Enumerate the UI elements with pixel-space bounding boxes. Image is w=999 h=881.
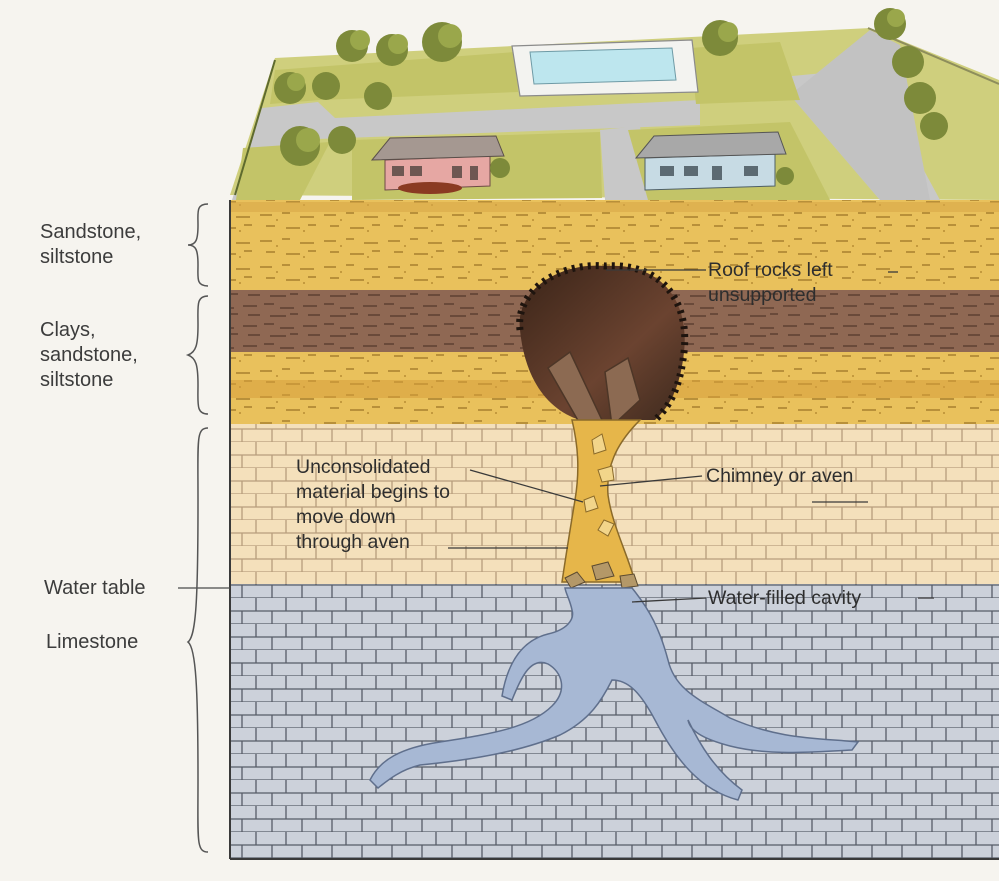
- tree-icon: [920, 112, 948, 140]
- brace-sandstone: [188, 204, 208, 286]
- house-icon: [372, 136, 504, 194]
- tree-icon: [904, 82, 936, 114]
- annotation-unconsolidated: Unconsolidated material begins to move d…: [296, 455, 450, 555]
- tree-icon: [776, 167, 794, 185]
- brace-clays: [188, 296, 208, 414]
- label-clays: Clays, sandstone, siltstone: [40, 318, 138, 393]
- brace-limestone: [188, 428, 208, 852]
- tree-icon: [490, 158, 510, 178]
- label-sandstone: Sandstone, siltstone: [40, 220, 141, 270]
- tree-icon: [892, 46, 924, 78]
- tree-icon: [376, 34, 408, 66]
- annotation-roof-rocks: Roof rocks left unsupported: [708, 258, 833, 308]
- tree-icon: [422, 22, 462, 62]
- tree-icon: [874, 8, 906, 40]
- house-icon: [636, 132, 786, 190]
- layer-braces: [188, 204, 208, 852]
- annotation-water-cavity: Water-filled cavity: [708, 586, 861, 611]
- tree-icon: [280, 126, 320, 166]
- tree-icon: [274, 72, 306, 104]
- pool-icon: [512, 40, 698, 96]
- tree-icon: [702, 20, 738, 56]
- tree-icon: [328, 126, 356, 154]
- tree-icon: [312, 72, 340, 100]
- label-limestone: Limestone: [46, 630, 138, 655]
- label-water-table: Water table: [44, 576, 146, 601]
- annotation-chimney: Chimney or aven: [706, 464, 853, 489]
- tree-icon: [364, 82, 392, 110]
